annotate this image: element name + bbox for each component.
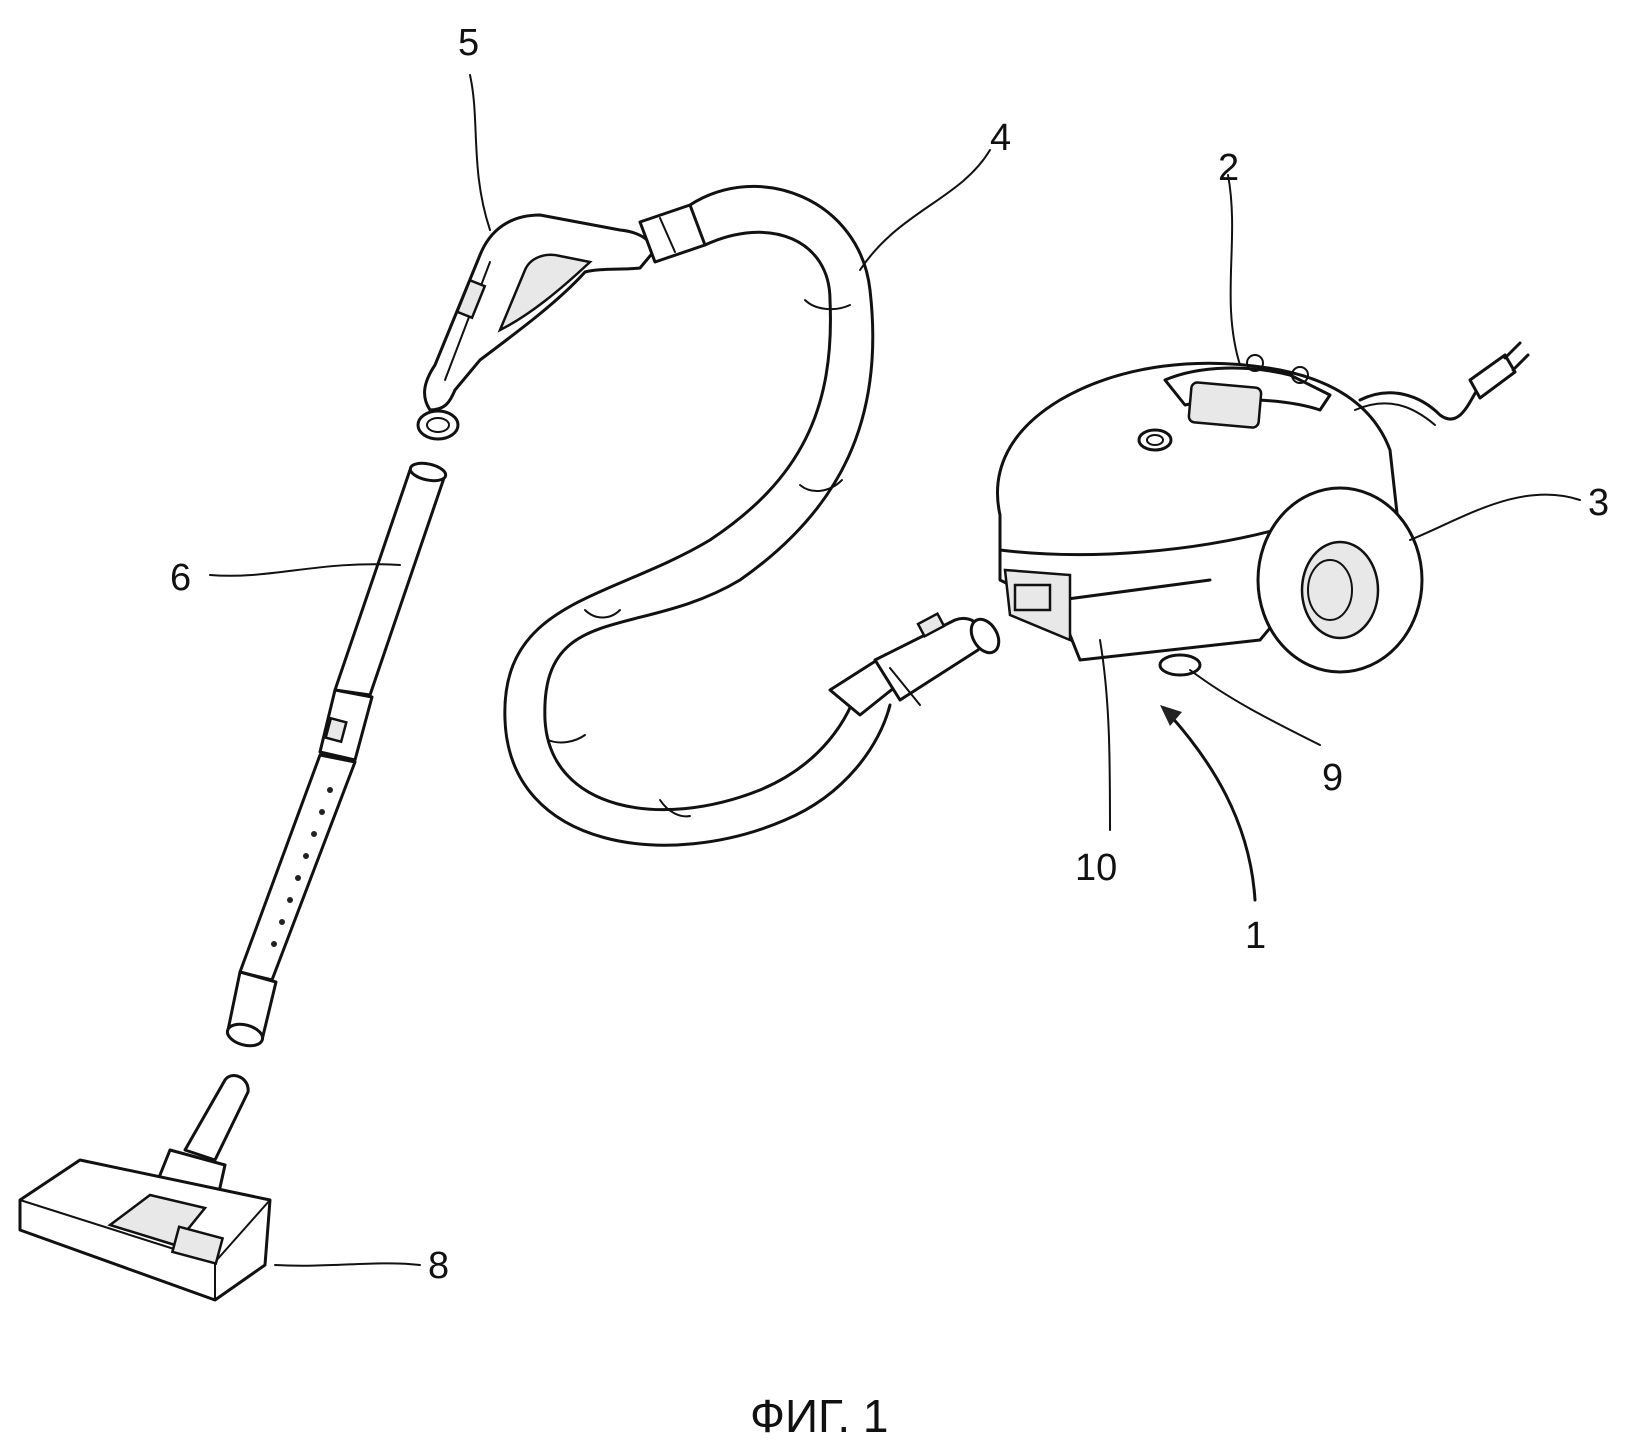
leader-line-3 — [1409, 493, 1581, 541]
wheel-drawing — [1256, 486, 1424, 674]
leader-arrow-1 — [1160, 705, 1182, 726]
ref-label-6: 6 — [170, 557, 191, 599]
leader-line-10 — [1099, 639, 1111, 831]
leader-lines — [209, 74, 1581, 1267]
pipe-adjust-holes — [271, 787, 333, 947]
leader-line-4 — [859, 149, 991, 271]
ref-label-8: 8 — [428, 1245, 449, 1287]
ref-label-10: 10 — [1075, 847, 1117, 889]
hose-drawing — [503, 184, 892, 847]
ref-label-1: 1 — [1245, 915, 1266, 957]
leader-line-6 — [209, 563, 401, 577]
figure-caption: ФИГ. 1 — [750, 1390, 888, 1442]
floor-nozzle-drawing — [18, 1074, 272, 1302]
ref-label-2: 2 — [1218, 147, 1239, 189]
leader-line-8 — [274, 1262, 421, 1267]
leader-line-9 — [1189, 669, 1321, 746]
handle-drawing — [416, 203, 707, 441]
ref-label-3: 3 — [1588, 482, 1609, 524]
ref-label-4: 4 — [990, 117, 1011, 159]
extension-pipe-drawing — [225, 461, 448, 1048]
ref-label-5: 5 — [458, 22, 479, 64]
ref-label-9: 9 — [1322, 757, 1343, 799]
leader-line-2 — [1227, 174, 1241, 366]
power-cord-drawing — [1354, 341, 1530, 426]
leader-line-1 — [1168, 713, 1257, 902]
hose-end-drawing — [828, 611, 1001, 717]
leader-line-5 — [469, 74, 491, 231]
